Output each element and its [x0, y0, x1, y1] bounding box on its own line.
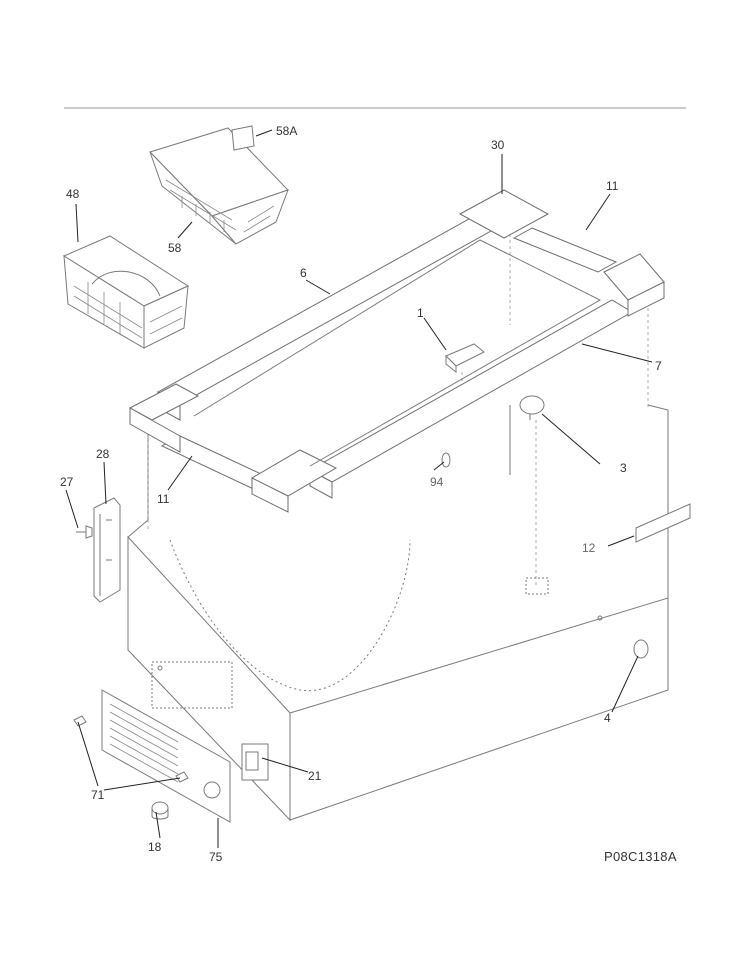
part-71-screws — [73, 715, 189, 783]
part-12-label — [635, 503, 691, 543]
part-58-basket — [149, 127, 289, 245]
label-3: 3 — [620, 461, 627, 475]
part-4-foot — [633, 639, 649, 659]
label-28: 28 — [96, 447, 110, 461]
part-94-plug — [441, 452, 451, 468]
label-58a: 58A — [276, 124, 297, 138]
label-94: 94 — [430, 475, 444, 489]
part-58a-divider — [231, 125, 255, 151]
label-58: 58 — [168, 241, 182, 255]
label-75: 75 — [209, 850, 223, 864]
label-18: 18 — [148, 840, 162, 854]
part-75-grille — [101, 689, 231, 823]
label-71: 71 — [91, 788, 105, 802]
part-48-basket — [62, 235, 190, 349]
label-30: 30 — [491, 138, 505, 152]
part-1-latch — [445, 343, 485, 374]
leader-lines — [65, 129, 653, 848]
part-21-switch — [241, 743, 269, 781]
label-6: 6 — [300, 266, 307, 280]
label-7: 7 — [655, 359, 662, 373]
gasket-frame — [128, 189, 665, 513]
label-12: 12 — [582, 541, 596, 555]
label-11-top: 11 — [606, 179, 619, 193]
label-48: 48 — [66, 187, 80, 201]
label-1: 1 — [417, 306, 424, 320]
part-27-screw — [76, 525, 93, 539]
part-3-knob — [519, 395, 545, 420]
part-18-foot — [151, 801, 169, 820]
label-11-bottom: 11 — [157, 492, 170, 506]
part-28-hinge — [93, 497, 121, 603]
drawing-code: P08C1318A — [604, 849, 677, 864]
drain-bracket — [525, 577, 549, 595]
label-27: 27 — [60, 475, 74, 489]
label-21: 21 — [308, 769, 322, 783]
part-labels: 58A 30 48 11 58 6 1 7 3 28 94 27 11 12 4… — [60, 124, 662, 864]
label-4: 4 — [604, 711, 611, 725]
